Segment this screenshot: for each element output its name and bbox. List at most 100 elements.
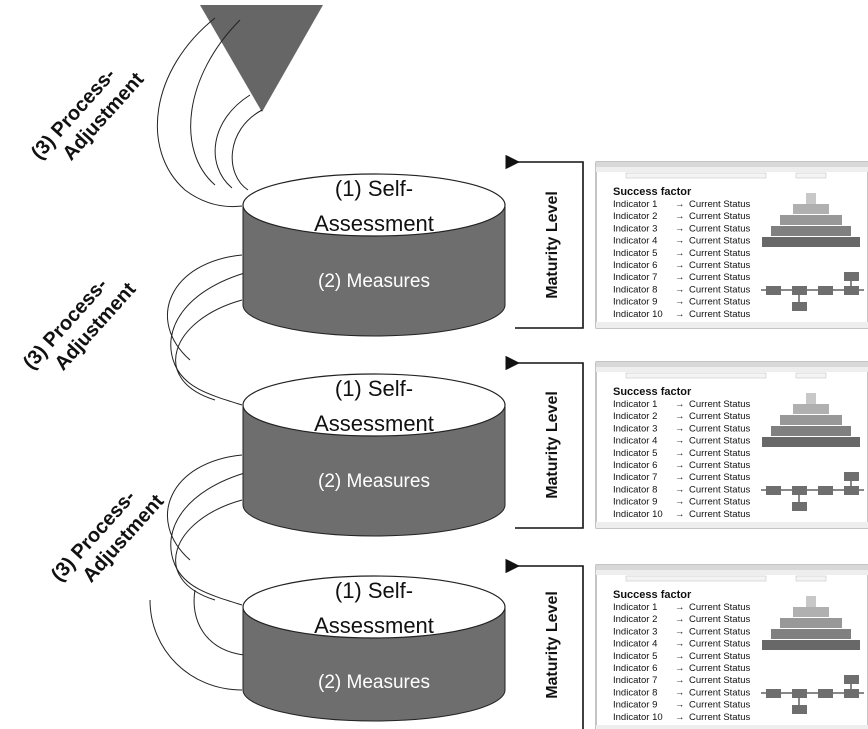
current-status-label: Current Status	[689, 399, 750, 410]
row-arrow: →	[675, 399, 685, 410]
row-arrow: →	[675, 236, 685, 247]
cylinder-top	[242, 373, 506, 437]
maturity-level-label: Maturity Level	[544, 391, 561, 499]
current-status-label: Current Status	[689, 663, 750, 674]
row-arrow: →	[675, 509, 685, 520]
pyramid-tier	[780, 415, 842, 425]
flow-box	[844, 272, 859, 281]
flow-box	[844, 675, 859, 684]
indicator-label: Indicator 2	[613, 614, 657, 625]
flow-box	[766, 486, 781, 495]
cylinder-body	[242, 404, 506, 537]
indicator-label: Indicator 2	[613, 411, 657, 422]
cylinder-level-3: (1) Self- Assessment (2) Measures	[242, 575, 506, 722]
indicator-label: Indicator 6	[613, 663, 657, 674]
self-assessment-line2: Assessment	[314, 411, 434, 436]
cylinder-body	[242, 204, 506, 337]
self-assessment-line2: Assessment	[314, 211, 434, 236]
title-bar	[596, 565, 868, 570]
indicator-label: Indicator 6	[613, 260, 657, 271]
address-bar	[625, 372, 767, 379]
current-status-label: Current Status	[689, 509, 750, 520]
flow-box	[844, 286, 859, 295]
indicator-label: Indicator 9	[613, 297, 657, 308]
current-status-label: Current Status	[689, 687, 750, 698]
row-arrow: →	[675, 712, 685, 723]
row-arrow: →	[675, 411, 685, 422]
pyramid-tier	[806, 596, 816, 607]
menu-bar	[596, 570, 868, 575]
row-arrow: →	[675, 663, 685, 674]
pyramid-tier	[780, 215, 842, 225]
cylinder-top	[242, 575, 506, 639]
left-arrow-icon	[505, 558, 584, 729]
current-status-label: Current Status	[689, 639, 750, 650]
current-status-label: Current Status	[689, 712, 750, 723]
current-status-label: Current Status	[689, 223, 750, 234]
pyramid-tier	[762, 237, 860, 247]
row-arrow: →	[675, 639, 685, 650]
flow-box	[844, 689, 859, 698]
pyramid-tier	[762, 437, 860, 447]
status-bar	[596, 322, 868, 328]
flow-box	[792, 502, 807, 511]
indicator-label: Indicator 4	[613, 639, 657, 650]
pyramid-tier	[793, 204, 829, 214]
row-arrow: →	[675, 472, 685, 483]
pyramid-tier	[771, 226, 851, 236]
current-status-label: Current Status	[689, 236, 750, 247]
indicator-label: Indicator 7	[613, 675, 657, 686]
title-bar	[596, 162, 868, 167]
current-status-label: Current Status	[689, 309, 750, 320]
indicator-label: Indicator 5	[613, 248, 657, 259]
indicator-label: Indicator 10	[613, 309, 663, 320]
left-arrow-icon	[505, 355, 584, 529]
measures-label: (2) Measures	[318, 471, 430, 492]
maturity-bracket-2: Maturity Level	[505, 355, 584, 529]
indicator-label: Indicator 7	[613, 472, 657, 483]
row-arrow: →	[675, 448, 685, 459]
left-arrow-icon	[505, 154, 584, 329]
current-status-label: Current Status	[689, 675, 750, 686]
down-triangle-arrow-icon	[200, 5, 323, 112]
flow-box	[792, 286, 807, 295]
self-assessment-line1: (1) Self-	[335, 376, 413, 401]
current-status-label: Current Status	[689, 484, 750, 495]
success-factor-title: Success factor	[613, 386, 692, 398]
row-arrow: →	[675, 614, 685, 625]
current-status-label: Current Status	[689, 199, 750, 210]
row-arrow: →	[675, 700, 685, 711]
menu-bar	[596, 167, 868, 172]
row-arrow: →	[675, 211, 685, 222]
row-arrow: →	[675, 199, 685, 210]
current-status-label: Current Status	[689, 626, 750, 637]
pyramid-tier	[762, 640, 860, 650]
search-box	[795, 575, 827, 582]
self-assessment-line2: Assessment	[314, 613, 434, 638]
row-arrow: →	[675, 423, 685, 434]
current-status-label: Current Status	[689, 497, 750, 508]
cylinder-level-2: (1) Self- Assessment (2) Measures	[242, 373, 506, 537]
maturity-bracket-3: Maturity Level	[505, 558, 584, 729]
indicator-label: Indicator 10	[613, 509, 663, 520]
flow-box	[792, 486, 807, 495]
flow-box	[818, 486, 833, 495]
flow-box	[766, 286, 781, 295]
flow-box	[818, 286, 833, 295]
cylinder-level-1: (1) Self- Assessment (2) Measures	[242, 173, 506, 337]
flow-box	[844, 472, 859, 481]
current-status-label: Current Status	[689, 614, 750, 625]
current-status-label: Current Status	[689, 700, 750, 711]
indicator-label: Indicator 8	[613, 687, 657, 698]
process-adjustment-label-1: (3) Process- Adjustment	[27, 64, 149, 165]
success-factor-title: Success factor	[613, 589, 692, 601]
spiral-strands	[149, 17, 263, 691]
row-arrow: →	[675, 284, 685, 295]
self-assessment-line1: (1) Self-	[335, 578, 413, 603]
indicator-label: Indicator 1	[613, 399, 657, 410]
flow-box	[792, 705, 807, 714]
flow-box	[792, 689, 807, 698]
current-status-label: Current Status	[689, 436, 750, 447]
